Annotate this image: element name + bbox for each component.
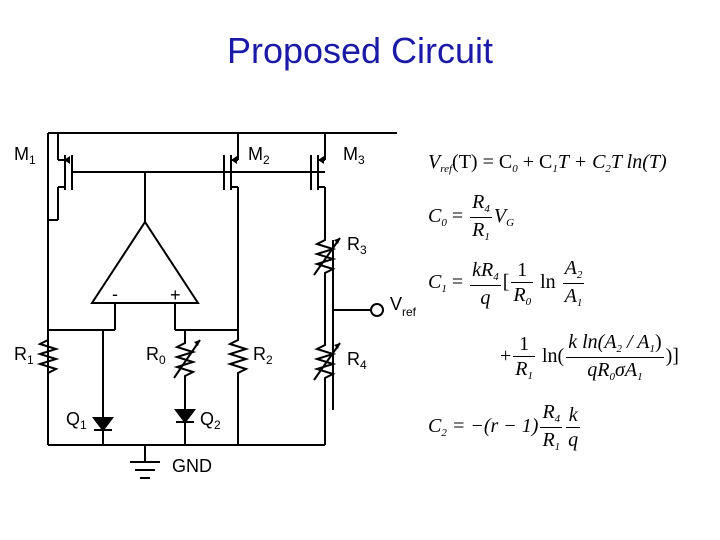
diode-q1	[92, 417, 114, 432]
label-m3: M3	[343, 144, 365, 167]
transistor-m3	[310, 133, 326, 235]
slide-title: Proposed Circuit	[226, 30, 494, 71]
label-m2: M2	[248, 144, 270, 167]
label-r1: R1	[14, 344, 34, 367]
transistor-m1	[57, 133, 325, 220]
label-r4: R4	[347, 349, 367, 372]
label-q2: Q2	[200, 409, 221, 432]
resistor-r2	[226, 330, 250, 445]
label-r2: R2	[253, 344, 273, 367]
label-q1: Q1	[66, 409, 87, 432]
r0-adjust-arrow	[173, 339, 201, 379]
resistor-r0	[173, 338, 197, 395]
label-r0: R0	[146, 344, 166, 367]
label-gnd: GND	[172, 456, 212, 476]
equation-vref: Vref(T) = C0 + C1T + C2T ln(T)	[428, 151, 667, 175]
opamp-minus-label: -	[112, 284, 118, 304]
r3-adjust-arrow	[313, 237, 341, 276]
label-r3: R3	[347, 234, 367, 257]
resistor-r3	[313, 235, 337, 340]
label-vref: Vref	[390, 294, 417, 319]
vref-terminal	[370, 303, 384, 317]
resistor-r4	[313, 340, 337, 445]
op-amp	[90, 220, 200, 304]
resistor-r1	[36, 335, 60, 378]
r4-adjust-arrow	[313, 342, 341, 381]
label-m1: M1	[14, 144, 36, 167]
opamp-plus-label: +	[170, 285, 181, 305]
diode-q2	[174, 409, 196, 424]
